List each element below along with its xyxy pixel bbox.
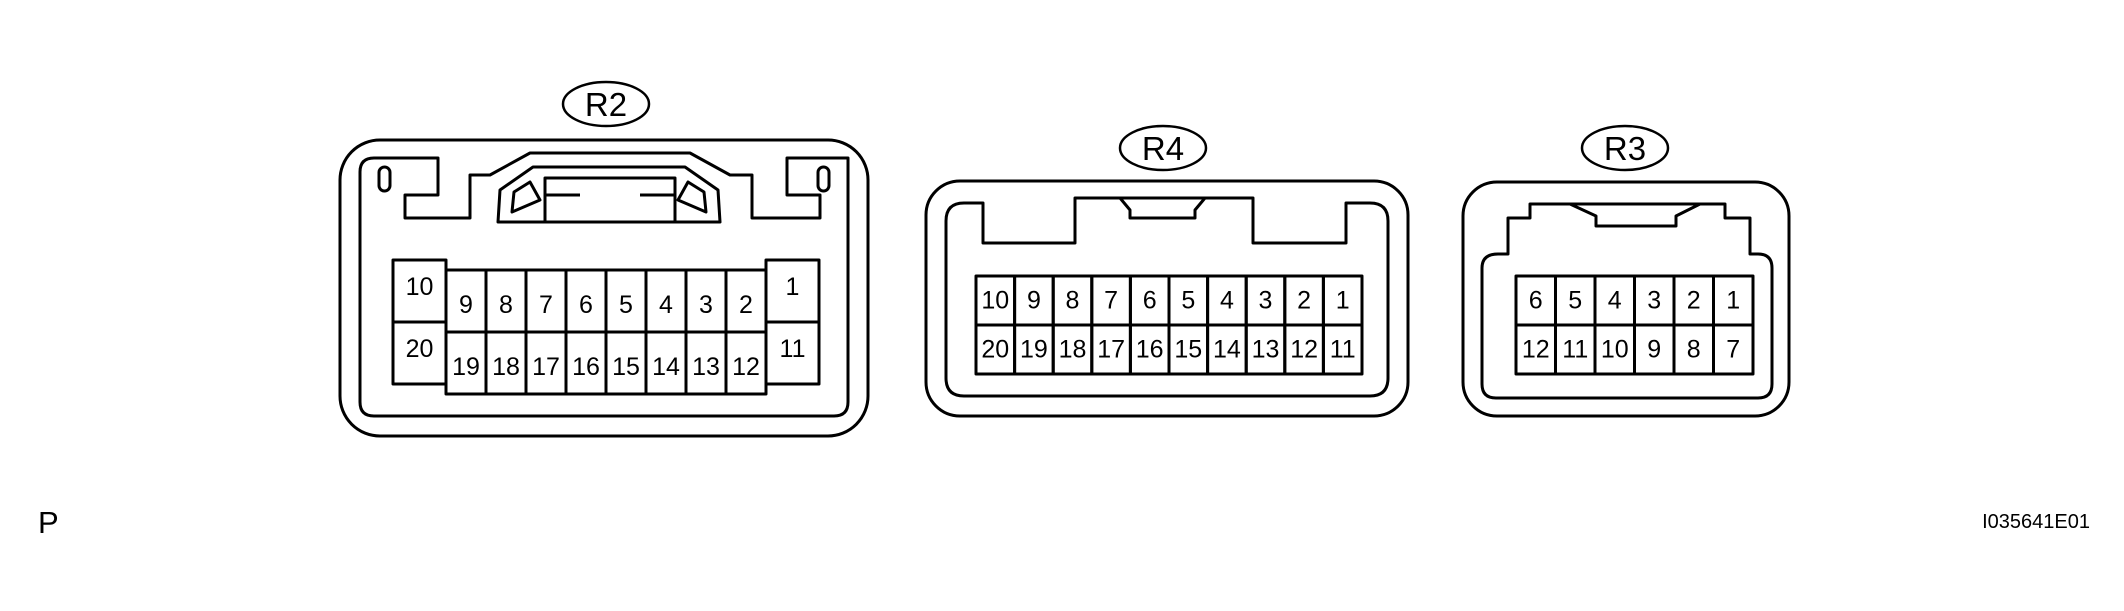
connector-r4-pin-number: 9: [1027, 287, 1041, 315]
connector-r3-pin-number: 6: [1529, 287, 1543, 315]
connector-r4-pin-number: 8: [1066, 287, 1080, 315]
connector-r4-pin-number: 16: [1136, 336, 1164, 364]
connector-r4-pin-number: 17: [1097, 336, 1125, 364]
connector-r2-pin-number: 13: [692, 353, 720, 381]
connector-r4-pin-cell: [1321, 323, 1364, 376]
connector-r3-label-oval: [1580, 124, 1670, 172]
connector-r3-latch: [1569, 202, 1701, 228]
connector-r2-outer-housing: [338, 138, 870, 438]
connector-r2-pin-number: 16: [572, 353, 600, 381]
connector-r2-label-group: R2: [561, 80, 651, 128]
connector-r2-pin-number: 3: [699, 291, 713, 319]
connector-r3-pin-number: 12: [1522, 336, 1550, 364]
connector-r3-pin-number: 4: [1608, 287, 1622, 315]
connector-r2-pin-number: 10: [406, 273, 434, 301]
connector-r4-label: R4: [1142, 130, 1184, 167]
connector-r2-lock-slot-left: [377, 165, 392, 193]
connector-r4: [924, 179, 1410, 418]
connector-r4-label-group: R4: [1118, 124, 1208, 172]
connector-r3-label-group: R3: [1580, 124, 1670, 172]
connector-r2-pin-number: 4: [659, 291, 673, 319]
connector-r3-outer-housing: [1461, 180, 1791, 418]
connector-r4-pin-number: 2: [1297, 287, 1311, 315]
connector-r2-pin-number: 8: [499, 291, 513, 319]
connector-r2-pin-number: 9: [459, 291, 473, 319]
connector-r4-latch: [1118, 197, 1207, 220]
connector-r3-inner-housing: [1480, 202, 1774, 400]
connector-r4-pin-number: 19: [1020, 336, 1048, 364]
connector-r2-pin-number: 15: [612, 353, 640, 381]
connector-r2-lock-slot-right: [816, 165, 831, 193]
connector-r4-inner-housing: [944, 196, 1390, 398]
connector-r2-pin-number: 17: [532, 353, 560, 381]
connector-r3-label: R3: [1604, 130, 1646, 167]
connector-r3-pin-cell: [1712, 323, 1755, 376]
connector-r4-label-oval: [1118, 124, 1208, 172]
connector-r4-pin-number: 3: [1259, 287, 1273, 315]
connector-r3-pin-number: 1: [1726, 287, 1740, 315]
connector-r2: [338, 138, 870, 438]
connector-r2-pin-number: 20: [406, 335, 434, 363]
connector-r2-pin-number: 6: [579, 291, 593, 319]
connector-r3: [1461, 180, 1791, 418]
connector-r4-pin-number: 7: [1104, 287, 1118, 315]
connector-r4-pin-number: 14: [1213, 336, 1241, 364]
connector-r2-latch-slot-right: [676, 180, 708, 214]
connector-r3-pin-number: 7: [1726, 336, 1740, 364]
connector-r2-pin-number: 2: [739, 291, 753, 319]
connector-r2-inner-housing: [358, 151, 850, 418]
connector-r4-pin-number: 11: [1330, 336, 1356, 364]
connector-r4-outer-housing: [924, 179, 1410, 418]
connector-r2-label: R2: [585, 86, 627, 123]
connector-r2-pin-number: 14: [652, 353, 680, 381]
connector-r3-pin-number: 9: [1647, 336, 1661, 364]
connector-r2-pin-number: 5: [619, 291, 633, 319]
connector-r4-pin-number: 1: [1336, 287, 1350, 315]
connector-r2-pin-number: 11: [780, 335, 806, 363]
connector-r4-pin-number: 13: [1252, 336, 1280, 364]
connector-r2-pin-number: 18: [492, 353, 520, 381]
connector-r3-pin-number: 5: [1568, 287, 1582, 315]
connector-r4-pin-number: 20: [981, 336, 1009, 364]
connector-labels: R2 R4 R3: [561, 80, 1670, 172]
connector-r2-label-oval: [561, 80, 651, 128]
connector-r2-latch: [496, 165, 722, 224]
connector-r2-pin-number: 12: [732, 353, 760, 381]
connector-r4-pin-number: 10: [981, 287, 1009, 315]
connector-r4-pin-number: 15: [1174, 336, 1202, 364]
connector-r2-pin-number: 1: [786, 273, 800, 301]
connector-r2-pin-cell: [764, 320, 821, 386]
figure-id: I035641E01: [1982, 511, 2090, 533]
connector-r3-pin-number: 8: [1687, 336, 1701, 364]
connector-r2-pin-number: 19: [452, 353, 480, 381]
connector-r2-latch-inner: [543, 176, 677, 222]
connector-r2-pin-number: 7: [539, 291, 553, 319]
connector-r4-pin-number: 5: [1181, 287, 1195, 315]
connector-r2-latch-slot-left: [510, 180, 542, 214]
connector-r3-pin-number: 3: [1647, 287, 1661, 315]
connector-r4-pin-number: 4: [1220, 287, 1234, 315]
connector-r3-pin-number: 10: [1601, 336, 1629, 364]
page-code: P: [38, 505, 59, 540]
connector-r4-pin-number: 6: [1143, 287, 1157, 315]
connector-r3-pin-number: 2: [1687, 287, 1701, 315]
connector-r3-pin-number: 11: [1562, 336, 1588, 364]
connector-r4-pin-number: 12: [1290, 336, 1318, 364]
connector-r4-pin-number: 18: [1059, 336, 1087, 364]
